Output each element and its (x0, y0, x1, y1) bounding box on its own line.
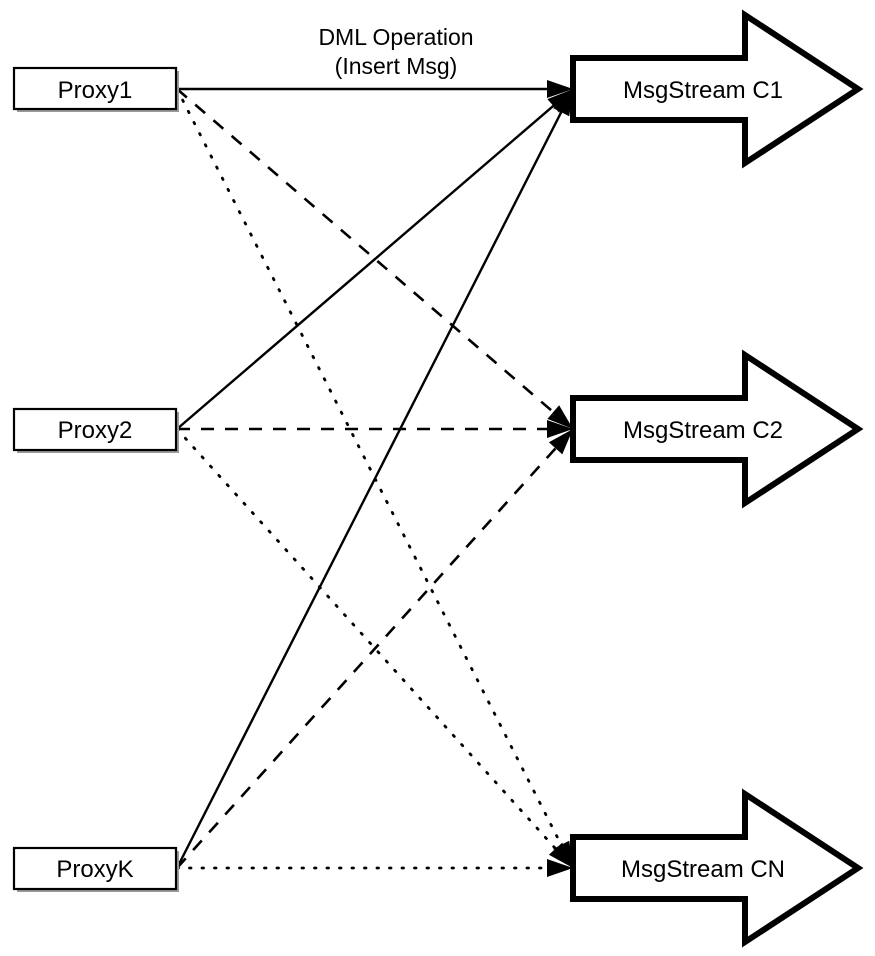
proxy-node-proxy2[interactable]: Proxy2 (12, 407, 179, 453)
connection-proxyK-to-c1 (175, 101, 568, 869)
proxy-node-proxy1[interactable]: Proxy1 (12, 66, 179, 112)
proxy-label: Proxy2 (58, 417, 133, 444)
proxy-box-rect (12, 407, 178, 452)
edge-label-line2: (Insert Msg) (335, 53, 458, 79)
proxy-box-rect (12, 66, 178, 111)
arrowhead-proxy2-to-cn (548, 842, 573, 868)
msgstream-node-cn[interactable]: MsgStream CN (570, 788, 864, 948)
msgstream-node-c2[interactable]: MsgStream C2 (570, 349, 864, 509)
connection-proxy2-to-c1 (176, 97, 563, 430)
msgstream-arrow-shape (570, 9, 864, 169)
arrowhead-proxy2-to-c1 (547, 89, 573, 113)
proxy-label: Proxy1 (58, 77, 133, 104)
arrowhead-proxyK-to-c2 (548, 429, 573, 455)
connection-proxy1-to-c2 (176, 88, 563, 421)
proxy-label: ProxyK (56, 856, 133, 883)
msgstream-label: MsgStream C2 (623, 417, 783, 444)
arrowhead-proxyK-to-cn (547, 859, 573, 877)
arrowhead-proxy1-to-c2 (547, 405, 573, 429)
msgstream-arrow-shape (570, 349, 864, 509)
msgstream-label: MsgStream CN (621, 856, 785, 883)
arrowheads-layer (547, 80, 573, 877)
proxy-node-proxyK[interactable]: ProxyK (12, 846, 179, 892)
msgstream-arrows-layer: MsgStream C1 MsgStream C2 MsgStream CN (570, 9, 864, 948)
msgstream-label: MsgStream C1 (623, 77, 783, 104)
arrowhead-proxyK-to-c1 (553, 89, 573, 117)
msgstream-arrow-shape (570, 788, 864, 948)
msgstream-node-c1[interactable]: MsgStream C1 (570, 9, 864, 169)
connection-links-layer (175, 87, 568, 870)
connection-proxyK-to-c2 (176, 438, 565, 869)
connection-proxy1-to-cn (175, 87, 568, 857)
edge-label-line1: DML Operation (318, 24, 473, 50)
connection-proxy2-to-cn (175, 427, 565, 859)
edge-label-dml-operation: DML Operation (Insert Msg) (318, 24, 473, 79)
arrowhead-proxy1-to-c1 (547, 80, 573, 98)
arrowhead-proxy2-to-c2 (547, 420, 573, 438)
proxy-box-rect (12, 846, 178, 891)
